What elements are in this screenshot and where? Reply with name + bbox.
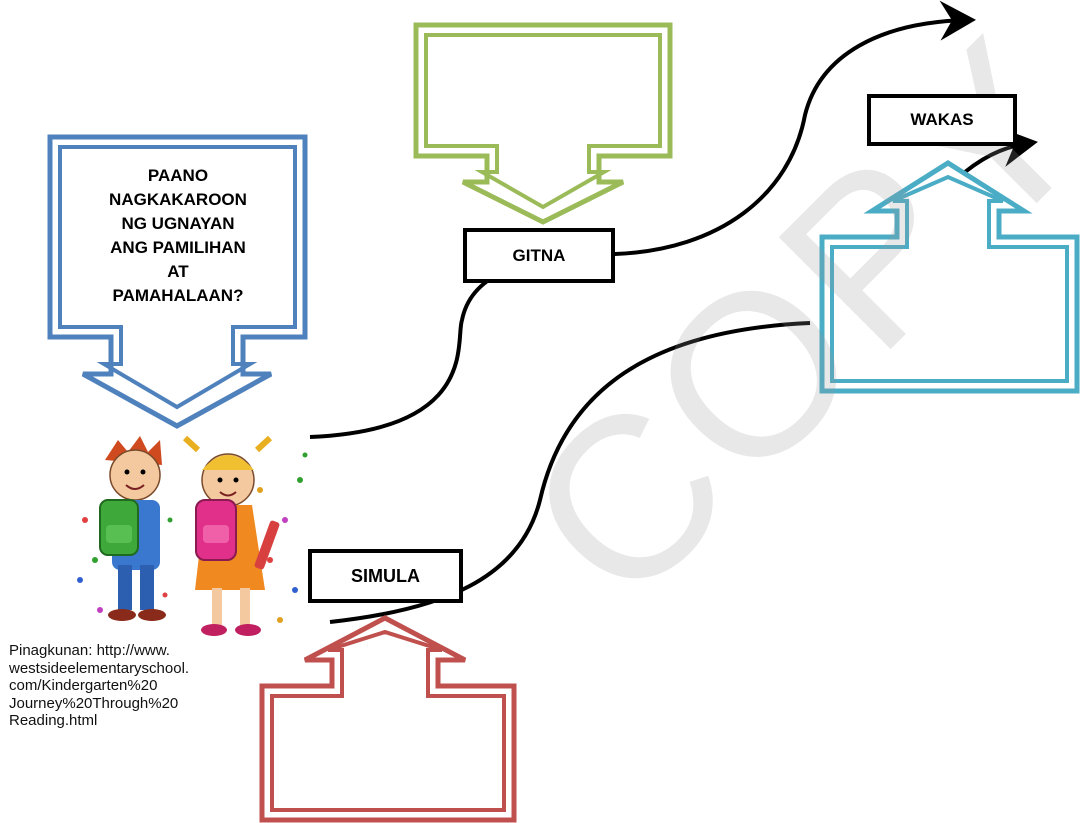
simula-label-box: SIMULA [308, 549, 463, 603]
girl-figure [182, 435, 280, 636]
gitna-label-box: GITNA [463, 228, 615, 283]
children-illustration [77, 435, 308, 636]
gitna-label: GITNA [512, 245, 566, 265]
source-caption: Pinagkunan: http://www. westsideelementa… [9, 642, 190, 729]
wakas-callout [819, 160, 1080, 394]
question-text: PAANO NAGKAKAROON NG UGNAYAN ANG PAMILIH… [109, 166, 247, 305]
simula-callout [259, 615, 517, 823]
question-callout [47, 134, 308, 429]
simula-label: SIMULA [351, 565, 420, 586]
confetti-dots [77, 452, 308, 623]
path-line-upper [309, 0, 976, 439]
boy-figure [99, 436, 166, 621]
wakas-label-box: WAKAS [867, 94, 1017, 146]
wakas-label: WAKAS [910, 110, 974, 129]
path-line-wakas [963, 127, 1038, 174]
gitna-callout [413, 22, 673, 225]
